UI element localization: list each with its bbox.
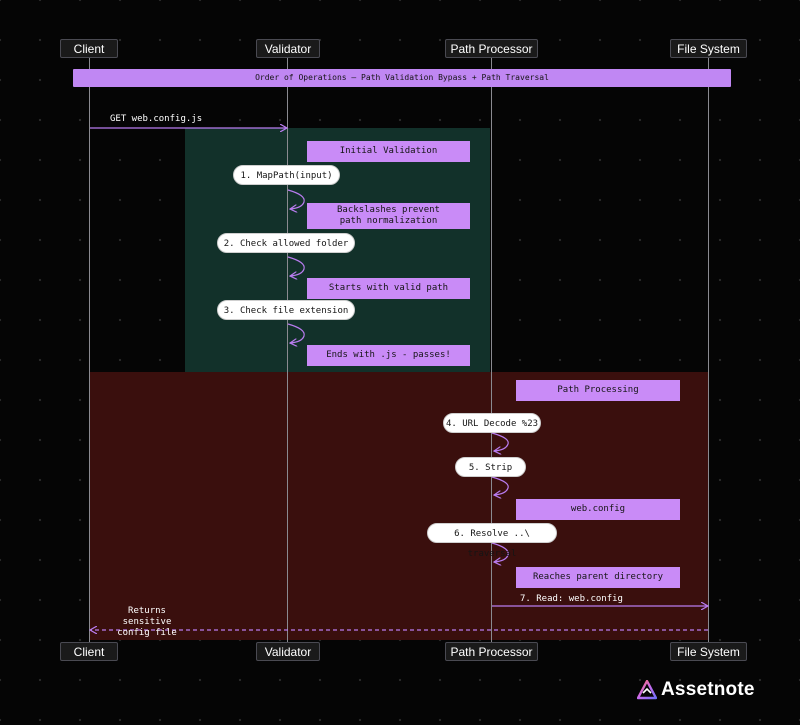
note-web-config: web.config <box>516 499 680 520</box>
step-3-file-extension: 3. Check file extension <box>217 300 355 320</box>
self-loop-6 <box>491 542 509 562</box>
assetnote-logo: Assetnote <box>637 679 755 701</box>
assetnote-logo-text: Assetnote <box>661 679 755 700</box>
actor-validator-top: Validator <box>256 39 320 58</box>
self-loop-5 <box>491 476 509 495</box>
note-starts-with-valid-path: Starts with valid path <box>307 278 470 299</box>
response-label: Returns sensitive config file <box>117 606 177 638</box>
actor-file-system-bottom: File System <box>670 642 747 661</box>
note-ends-with-js: Ends with .js - passes! <box>307 345 470 366</box>
lifeline-client <box>89 58 90 642</box>
self-loop-1 <box>287 189 305 209</box>
assetnote-logo-icon <box>637 680 657 700</box>
lifeline-file-system <box>708 58 709 642</box>
step-1-mappath: 1. MapPath(input) <box>233 165 340 185</box>
request-label: GET web.config.js <box>110 114 203 124</box>
self-loop-4 <box>491 432 509 451</box>
processing-title-note: Path Processing <box>516 380 680 401</box>
step-5-strip: 5. Strip <box>455 457 526 477</box>
actor-path-processor-top: Path Processor <box>445 39 538 58</box>
lifeline-path-processor <box>491 58 492 642</box>
note-backslashes: Backslashes prevent path normalization <box>307 203 470 229</box>
actor-path-processor-bottom: Path Processor <box>445 642 538 661</box>
actor-file-system-top: File System <box>670 39 747 58</box>
read-label: 7. Read: web.config <box>520 594 623 604</box>
actor-client-bottom: Client <box>60 642 118 661</box>
validation-title-note: Initial Validation <box>307 141 470 162</box>
self-loop-2 <box>287 256 305 276</box>
step-6-resolve-traversal: 6. Resolve ..\ traversal <box>427 523 557 559</box>
note-reaches-parent: Reaches parent directory <box>516 567 680 588</box>
self-loop-3 <box>287 323 305 343</box>
lifeline-validator <box>287 58 288 642</box>
order-of-operations-banner: Order of Operations – Path Validation By… <box>73 69 731 87</box>
step-4-url-decode: 4. URL Decode %23 <box>443 413 541 433</box>
actor-client-top: Client <box>60 39 118 58</box>
actor-validator-bottom: Validator <box>256 642 320 661</box>
step-2-allowed-folder: 2. Check allowed folder <box>217 233 355 253</box>
